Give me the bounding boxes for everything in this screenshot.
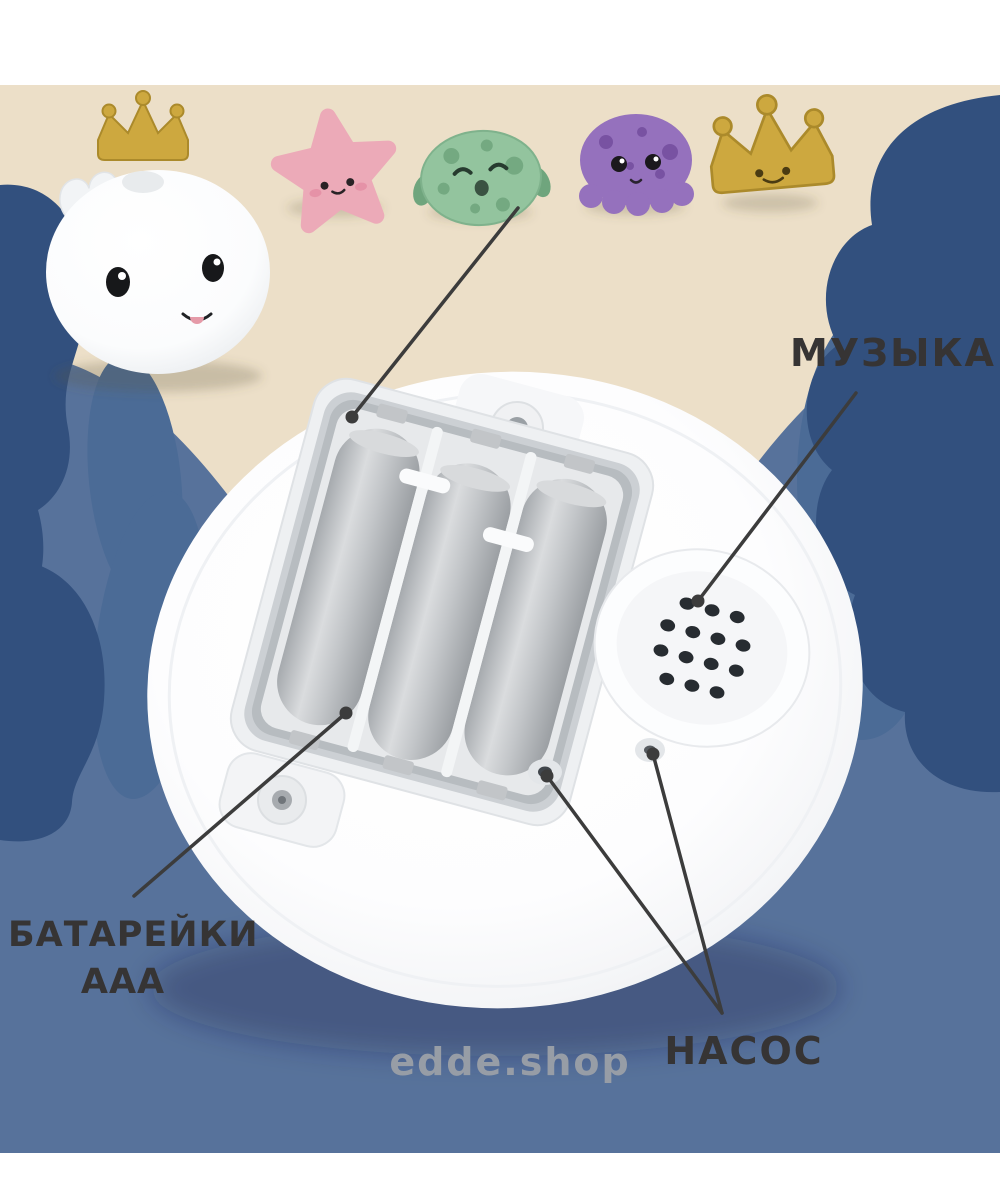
pufferfish-face <box>452 162 509 196</box>
watermark: edde.shop <box>389 1040 631 1084</box>
whale-toy <box>46 90 270 374</box>
crown-toy <box>709 94 836 195</box>
seabed-silhouette-left-bottom <box>0 559 105 842</box>
speaker-holes <box>653 597 751 699</box>
label-batteries: БАТАРЕЙКИ AAA <box>8 912 259 1007</box>
octopus-tentacles <box>579 182 694 216</box>
crown-face <box>755 166 791 184</box>
label-batteries-line1: БАТАРЕЙКИ <box>8 915 259 955</box>
crown-icon <box>97 90 189 161</box>
starfish-face <box>309 178 367 198</box>
seabed-silhouette-right <box>806 95 1000 793</box>
battery <box>277 428 420 726</box>
pufferfish-spots <box>437 139 524 214</box>
battery <box>464 478 607 776</box>
whale-face <box>106 254 224 324</box>
octopus-face <box>611 154 661 184</box>
whale-body <box>46 170 270 374</box>
whale-spout-base <box>122 171 164 193</box>
annotation-line-batteries-top <box>350 206 520 419</box>
speaker-grille <box>593 548 811 748</box>
starfish-toy <box>270 108 397 234</box>
annotations <box>132 206 858 1015</box>
annotation-line-pump-left <box>545 774 724 1015</box>
label-batteries-line2: AAA <box>80 962 166 1003</box>
annotation-dot-pump-right <box>646 747 660 761</box>
battery <box>368 463 511 760</box>
pufferfish-toy <box>413 129 551 227</box>
bottom-margin <box>0 1153 1000 1200</box>
annotation-line-batteries <box>132 711 348 898</box>
battery-rails <box>347 426 537 778</box>
battery-contacts <box>288 403 596 801</box>
annotation-dot-compartment <box>345 410 359 424</box>
screw-post-bottom <box>218 752 346 848</box>
battery-compartment <box>229 377 655 827</box>
annotation-dot-pump-left <box>540 769 554 783</box>
aaa-batteries <box>277 428 607 776</box>
label-pump: НАСОС <box>664 1029 824 1073</box>
label-music: МУЗЫКА <box>790 331 996 375</box>
annotation-line-pump-right <box>651 752 724 1015</box>
annotation-dot-speaker <box>691 594 705 608</box>
octopus-toy <box>579 114 694 216</box>
top-margin <box>0 0 1000 85</box>
octopus-spots <box>599 127 678 179</box>
annotation-line-music <box>696 391 858 603</box>
annotation-dot-battery <box>339 706 353 720</box>
